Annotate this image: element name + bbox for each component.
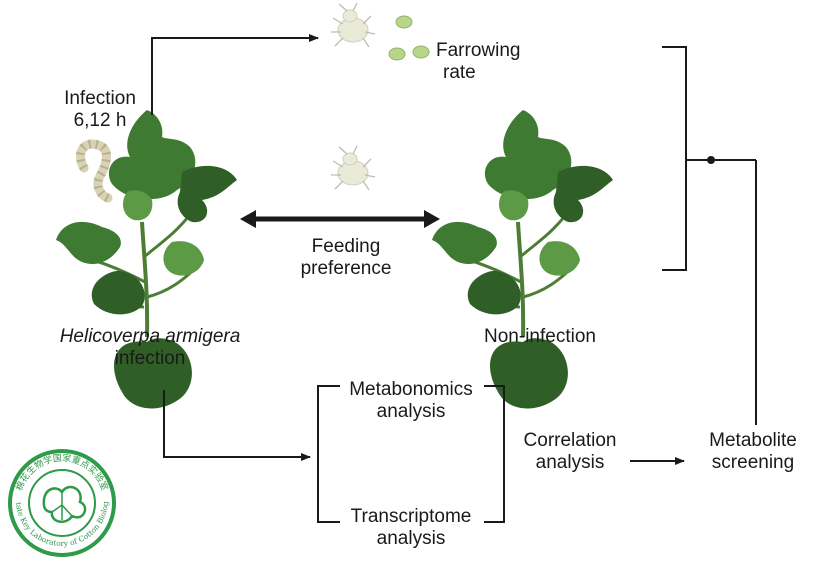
metabonomics-analysis-label: Metabonomics analysis bbox=[349, 379, 473, 422]
aphid-nymph-eggs-icon bbox=[388, 15, 430, 61]
caterpillar-icon bbox=[76, 139, 113, 203]
metabolite-screening-label: Metabolite screening bbox=[709, 430, 797, 473]
lab-logo: 棉花生物学国家重点实验室 State Key Laboratory of Cot… bbox=[0, 0, 116, 557]
infection-to-aphid-arrow bbox=[151, 34, 319, 115]
transcriptome-analysis-label: Transcriptome analysis bbox=[350, 506, 472, 549]
helicoverpa-infection-label: Helicoverpa armigera infection bbox=[59, 326, 241, 369]
aphid-icon-top bbox=[330, 2, 376, 48]
infection-time-label: Infection 6,12 h bbox=[64, 88, 136, 131]
omics-left-bracket bbox=[317, 385, 340, 523]
correlation-analysis-label: Correlation analysis bbox=[523, 430, 617, 473]
non-infection-label: Non-infection bbox=[484, 326, 596, 347]
feeding-preference-label: Feeding preference bbox=[300, 236, 392, 279]
feeding-preference-double-arrow bbox=[240, 210, 440, 228]
non-infected-cotton-plant bbox=[430, 108, 615, 411]
comparison-bracket bbox=[662, 46, 687, 271]
bracket-junction-dot bbox=[707, 156, 715, 164]
aphid-icon-middle bbox=[330, 145, 376, 191]
farrowing-rate-label: Farrowing rate bbox=[436, 40, 521, 83]
infection-to-omics-arrow bbox=[163, 390, 311, 461]
omics-right-bracket bbox=[484, 385, 505, 523]
